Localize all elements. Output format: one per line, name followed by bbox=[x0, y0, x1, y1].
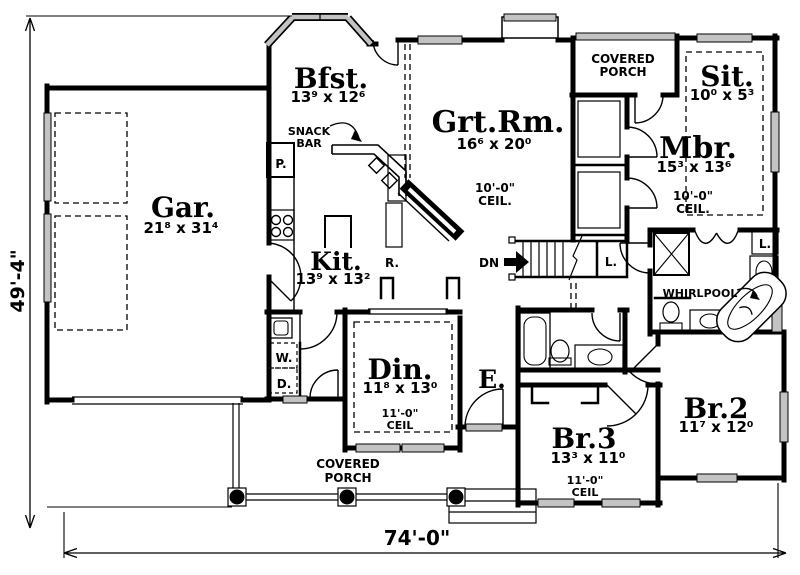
annotation-arrows bbox=[329, 122, 760, 300]
dining-ceiling-1: 11'-0" bbox=[382, 407, 419, 420]
room-label-bedroom2: Br.2 bbox=[683, 392, 748, 425]
porch-column bbox=[227, 487, 247, 507]
master-ceiling-1: 10'-0" bbox=[673, 189, 713, 203]
dining-ceiling-2: CEIL bbox=[387, 419, 414, 432]
room-dims-kitchen: 13⁹ x 13² bbox=[295, 270, 370, 288]
bedroom3-ceiling-1: 11'-0" bbox=[567, 474, 604, 487]
room-label-bedroom3: Br.3 bbox=[551, 422, 616, 455]
covered-porch-top-1: COVERED bbox=[591, 52, 655, 66]
linen-hall-label: L. bbox=[605, 255, 617, 269]
fireplace bbox=[397, 179, 465, 242]
refrigerator-label: R. bbox=[385, 256, 399, 270]
interior-walls bbox=[298, 163, 692, 405]
great-room-ceiling-1: 10'-0" bbox=[475, 181, 515, 195]
thin-lines bbox=[72, 308, 448, 405]
linen-closet bbox=[751, 229, 779, 255]
room-label-dining: Din. bbox=[367, 353, 432, 386]
overall-height-dimension: 49'-4" bbox=[7, 249, 29, 312]
labels: Gar. 21⁸ x 31⁴ Bfst. 13⁹ x 12⁶ SNACK BAR… bbox=[7, 52, 771, 550]
room-dims-dining: 11⁸ x 13⁰ bbox=[362, 379, 437, 397]
room-dims-great-room: 16⁶ x 20⁰ bbox=[456, 135, 531, 153]
shower bbox=[653, 232, 690, 276]
kitchen-fixtures bbox=[266, 142, 407, 310]
extension-lines bbox=[26, 15, 779, 558]
room-label-sitting: Sit. bbox=[700, 60, 754, 93]
dryer-label: D. bbox=[277, 377, 292, 391]
room-dims-master: 15³ x 13⁶ bbox=[656, 158, 731, 176]
master-ceiling-2: CEIL. bbox=[676, 202, 710, 216]
snack-bar-label-1: SNACK bbox=[288, 125, 331, 138]
doors bbox=[266, 39, 739, 428]
linen-bath-label: L. bbox=[759, 237, 771, 251]
porch-column bbox=[337, 487, 357, 507]
down-arrow-icon bbox=[504, 251, 529, 273]
hall-bath-fixtures bbox=[519, 312, 624, 370]
stairs bbox=[504, 235, 583, 281]
dimension-lines bbox=[24, 17, 787, 559]
stairs-down-label: DN bbox=[479, 256, 499, 270]
master-closets bbox=[577, 100, 621, 229]
room-dims-breakfast: 13⁹ x 12⁶ bbox=[290, 88, 365, 106]
room-dims-bedroom2: 11⁷ x 12⁰ bbox=[678, 418, 753, 436]
room-label-breakfast: Bfst. bbox=[294, 62, 368, 95]
room-label-great-room: Grt.Rm. bbox=[432, 105, 565, 140]
porch-and-steps bbox=[227, 403, 537, 524]
snack-bar-counter bbox=[331, 144, 407, 196]
room-label-entry: E. bbox=[478, 365, 506, 394]
exterior-walls bbox=[44, 33, 787, 508]
dashed-lines bbox=[54, 44, 764, 433]
washer-label: W. bbox=[276, 351, 293, 365]
covered-porch-top-2: PORCH bbox=[599, 65, 646, 79]
toilet bbox=[662, 301, 680, 323]
snack-bar-label-2: BAR bbox=[296, 137, 322, 150]
whirlpool-label: WHIRLPOOL bbox=[663, 287, 738, 300]
room-dims-sitting: 10⁰ x 5³ bbox=[690, 86, 755, 104]
covered-porch-bottom-1: COVERED bbox=[316, 457, 380, 471]
room-dims-garage: 21⁸ x 31⁴ bbox=[143, 219, 218, 237]
overall-width-dimension: 74'-0" bbox=[384, 526, 451, 550]
bay-window bbox=[264, 13, 374, 48]
pantry-label: P. bbox=[275, 157, 286, 171]
great-room-ceiling-2: CEIL. bbox=[478, 194, 512, 208]
room-label-master: Mbr. bbox=[659, 131, 737, 166]
laundry-fixtures bbox=[269, 317, 298, 394]
bedroom3-ceiling-2: CEIL bbox=[572, 486, 599, 499]
room-dims-bedroom3: 13³ x 11⁰ bbox=[550, 449, 625, 467]
whirlpool-tub bbox=[715, 271, 787, 343]
covered-porch-bottom-2: PORCH bbox=[324, 471, 371, 485]
master-bath-fixtures bbox=[653, 229, 787, 343]
porch-column bbox=[446, 487, 466, 507]
room-label-kitchen: Kit. bbox=[310, 247, 361, 276]
box-window bbox=[501, 13, 559, 39]
room-label-garage: Gar. bbox=[151, 191, 215, 224]
